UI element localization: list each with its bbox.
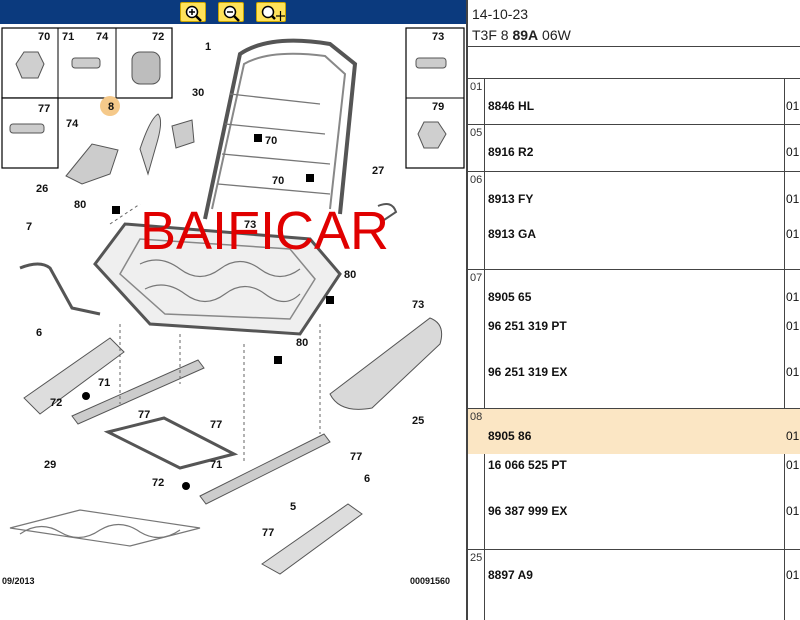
callout-73a: 73 bbox=[244, 219, 256, 231]
seat-base-frame bbox=[93, 222, 342, 336]
callout-77c: 77 bbox=[350, 451, 362, 463]
part-qty: 01 bbox=[786, 99, 800, 113]
part-ref[interactable]: 8846 HL bbox=[488, 99, 535, 113]
part-qty: 01 bbox=[786, 429, 800, 443]
callout-80a: 80 bbox=[74, 199, 86, 211]
part-8-lever bbox=[139, 113, 162, 176]
list-row-07[interactable]: 07 8905 65 01 96 251 319 PT 01 96 251 31… bbox=[470, 272, 800, 379]
watermark: BAIFICAR bbox=[140, 201, 389, 261]
callout-70a: 70 bbox=[265, 135, 277, 147]
legend-box-top-left: 70 71 74 72 bbox=[1, 27, 173, 99]
row-highlight bbox=[468, 409, 800, 454]
list-row-25[interactable]: 25 8897 A9 01 bbox=[470, 552, 800, 582]
diagram-ref: 00091560 bbox=[410, 576, 450, 586]
legend-box-right: 73 79 bbox=[405, 27, 465, 169]
panel-vehicle-code: T3F 8 89A 06W bbox=[472, 27, 571, 43]
seat-rail-left bbox=[71, 359, 205, 425]
legend-box-mid-left: 77 bbox=[1, 97, 59, 169]
zoom-pan-button[interactable] bbox=[256, 2, 286, 22]
part-27-clip bbox=[377, 203, 398, 221]
callout-72a: 72 bbox=[50, 397, 62, 409]
part-6-trim-right bbox=[261, 503, 363, 575]
callout-80c: 80 bbox=[296, 337, 308, 349]
callout-6a: 6 bbox=[36, 327, 42, 339]
legend-label-77: 77 bbox=[38, 103, 50, 115]
part-29-springs bbox=[9, 509, 201, 547]
callout-labels: 1 8 30 70 70 27 26 80 7 73 80 80 6 71 72… bbox=[26, 41, 424, 539]
highlight-part-8 bbox=[100, 96, 120, 116]
part-qty: 01 bbox=[786, 319, 800, 333]
part-qty: 01 bbox=[786, 504, 800, 518]
legend-label-73: 73 bbox=[432, 31, 444, 43]
legend-label-74: 74 bbox=[96, 31, 109, 43]
part-7-handle bbox=[19, 262, 101, 316]
callout-71b: 71 bbox=[210, 459, 222, 471]
seat-exploded-view: 70 71 74 72 77 73 79 bbox=[1, 27, 465, 586]
part-5-seat-rail bbox=[199, 433, 331, 505]
callout-6b: 6 bbox=[364, 473, 370, 485]
callout-77d: 77 bbox=[262, 527, 274, 539]
part-26-bracket bbox=[65, 143, 119, 185]
part-qty: 01 bbox=[786, 458, 800, 472]
legend-label-71: 71 bbox=[62, 31, 74, 43]
rail-frame bbox=[103, 416, 239, 470]
part-qty: 01 bbox=[786, 145, 800, 159]
part-qty: 01 bbox=[786, 568, 800, 582]
part-qty: 01 bbox=[786, 290, 800, 304]
seat-back-frame bbox=[203, 38, 358, 220]
part-ref[interactable]: 8905 86 bbox=[488, 429, 532, 443]
callout-77a: 77 bbox=[138, 409, 150, 421]
callout-70b: 70 bbox=[272, 175, 284, 187]
callout-30: 30 bbox=[192, 87, 204, 99]
part-30-bracket bbox=[171, 119, 195, 149]
list-row-01[interactable]: 01 8846 HL 01 bbox=[470, 81, 800, 113]
callout-77b: 77 bbox=[210, 419, 222, 431]
zoom-in-button[interactable] bbox=[180, 2, 206, 22]
fastener-markers bbox=[82, 134, 334, 490]
part-qty: 01 bbox=[786, 192, 800, 206]
diagram-date: 09/2013 bbox=[2, 576, 35, 586]
zoom-in-icon bbox=[185, 5, 202, 22]
part-ref[interactable]: 8913 GA bbox=[488, 227, 537, 241]
callout-7: 7 bbox=[26, 221, 32, 233]
part-25-cover bbox=[329, 317, 443, 410]
zoom-out-icon bbox=[223, 5, 240, 22]
list-row-05[interactable]: 05 8916 R2 01 bbox=[470, 127, 800, 159]
callout-74: 74 bbox=[66, 118, 79, 130]
list-row-08[interactable]: 08 8905 86 01 16 066 525 PT 01 96 387 99… bbox=[468, 409, 800, 549]
callout-26: 26 bbox=[36, 183, 48, 195]
callout-71a: 71 bbox=[98, 377, 110, 389]
legend-label-72: 72 bbox=[152, 31, 164, 43]
panel-date: 14-10-23 bbox=[472, 6, 529, 22]
part-ref[interactable]: 8913 FY bbox=[488, 192, 534, 206]
callout-72b: 72 bbox=[152, 477, 164, 489]
legend-label-79: 79 bbox=[432, 101, 444, 113]
callout-1: 1 bbox=[205, 41, 211, 53]
callout-80b: 80 bbox=[344, 269, 356, 281]
part-ref[interactable]: 8905 65 bbox=[488, 290, 532, 304]
diagram-toolbar bbox=[0, 0, 466, 24]
parts-list-panel: 14-10-23 T3F 8 89A 06W 01 8846 HL 01 05 … bbox=[466, 0, 800, 620]
part-ref[interactable]: 8897 A9 bbox=[488, 568, 533, 582]
part-ref[interactable]: 96 251 319 EX bbox=[488, 365, 568, 379]
part-ref[interactable]: 96 387 999 EX bbox=[488, 504, 568, 518]
callout-25: 25 bbox=[412, 415, 424, 427]
part-ref[interactable]: 8916 R2 bbox=[488, 145, 534, 159]
guide-lines bbox=[109, 203, 321, 464]
part-ref[interactable]: 16 066 525 PT bbox=[488, 458, 567, 472]
callout-27: 27 bbox=[372, 165, 384, 177]
callout-29: 29 bbox=[44, 459, 56, 471]
legend-label-70: 70 bbox=[38, 31, 50, 43]
zoom-out-button[interactable] bbox=[218, 2, 244, 22]
callout-5: 5 bbox=[290, 501, 296, 513]
zoom-move-icon bbox=[261, 5, 285, 21]
part-qty: 01 bbox=[786, 227, 800, 241]
list-row-06[interactable]: 06 8913 FY 01 8913 GA 01 bbox=[470, 174, 800, 241]
callout-8: 8 bbox=[108, 101, 114, 113]
part-ref[interactable]: 96 251 319 PT bbox=[488, 319, 567, 333]
callout-73b: 73 bbox=[412, 299, 424, 311]
parts-diagram: 70 71 74 72 77 73 79 bbox=[0, 0, 466, 586]
part-qty: 01 bbox=[786, 365, 800, 379]
part-6-trim-left bbox=[23, 337, 125, 415]
